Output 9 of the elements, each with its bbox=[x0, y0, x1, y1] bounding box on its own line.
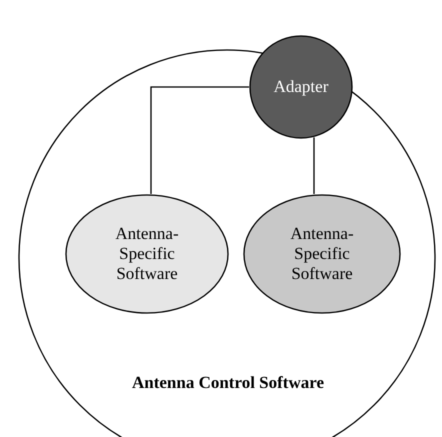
connector-line bbox=[313, 137, 315, 194]
software-ellipse bbox=[65, 194, 229, 314]
diagram-heading: Antenna Control Software bbox=[130, 373, 326, 393]
node-label: Antenna-Specific Software bbox=[289, 224, 355, 284]
node-label: Adapter bbox=[272, 77, 330, 97]
connector-line bbox=[150, 86, 249, 194]
node-label: Antenna-Specific Software bbox=[114, 224, 180, 284]
software-ellipse bbox=[243, 194, 401, 314]
adapter-circle bbox=[249, 35, 353, 139]
